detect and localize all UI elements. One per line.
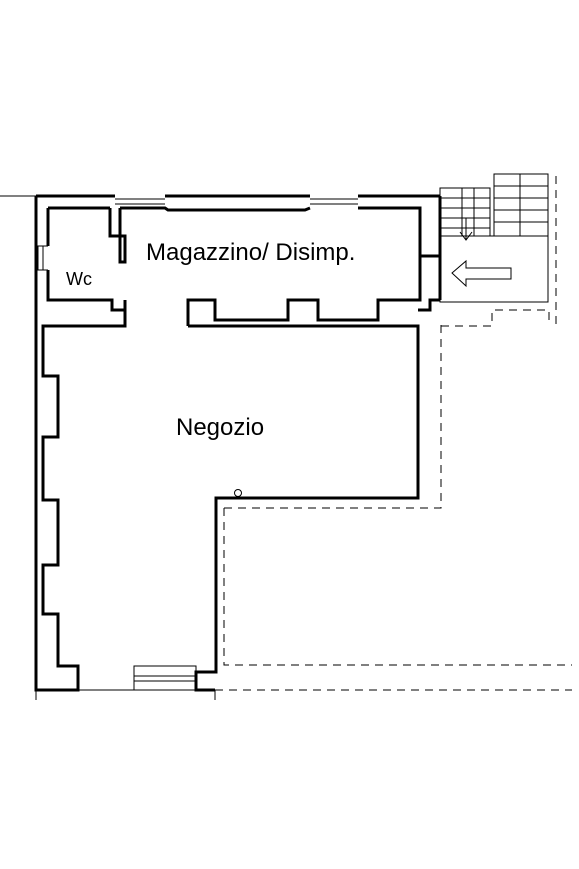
shop-door xyxy=(133,665,197,691)
arrow-left-icon xyxy=(451,259,512,288)
dashed-outline xyxy=(215,176,572,691)
window-top-left xyxy=(115,198,165,205)
room-label-storage: Magazzino/ Disimp. xyxy=(146,239,355,266)
window-wc xyxy=(36,245,48,271)
room-label-shop: Negozio xyxy=(176,414,264,441)
column-marker xyxy=(234,489,242,497)
stairs-icon xyxy=(439,173,549,303)
outer-walls xyxy=(34,194,442,692)
window-top-right xyxy=(310,198,358,205)
room-label-wc: Wc xyxy=(66,269,92,289)
